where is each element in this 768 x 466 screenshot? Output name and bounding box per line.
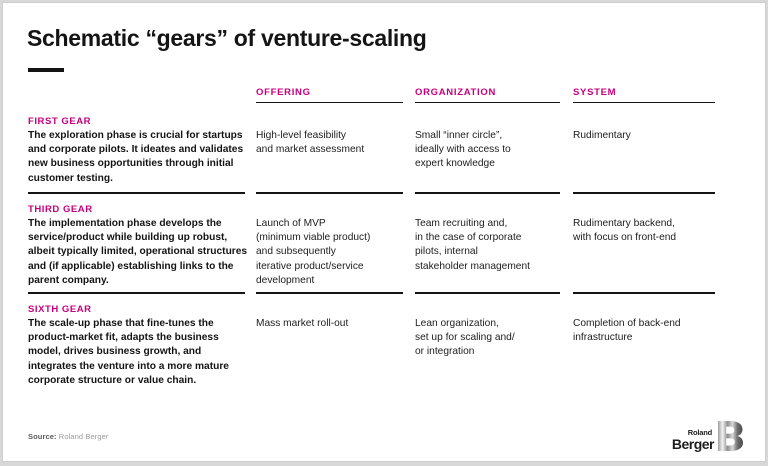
- column-header-rule-system: [573, 102, 715, 103]
- gear-label-third: THIRD GEAR: [28, 204, 93, 215]
- logo-wordmark: Roland Berger: [671, 427, 715, 452]
- row-divider-2-organization: [415, 292, 560, 294]
- row-divider-1-system: [573, 192, 715, 194]
- gear-body-sixth: The scale-up phase that fine-tunes the p…: [28, 318, 229, 386]
- source-label: Source:: [28, 432, 57, 441]
- cell-third-offering: Launch of MVP (minimum viable product) a…: [256, 218, 371, 286]
- column-header-rule-offering: [256, 102, 403, 103]
- gear-body-third: The implementation phase develops the se…: [28, 218, 248, 286]
- column-header-rule-organization: [415, 102, 560, 103]
- row-divider-2-gear: [28, 292, 245, 294]
- cell-first-offering: High-level feasibility and market assess…: [256, 130, 365, 156]
- source-note: Source: Roland Berger: [28, 432, 108, 441]
- source-value: Roland Berger: [56, 432, 109, 441]
- column-header-system: SYSTEM: [573, 87, 617, 98]
- cell-first-system: Rudimentary: [573, 130, 631, 141]
- b-mark-icon: [718, 421, 743, 451]
- row-divider-2-system: [573, 292, 715, 294]
- cell-third-system: Rudimentary backend, with focus on front…: [573, 218, 677, 244]
- cell-sixth-organization: Lean organization, set up for scaling an…: [415, 318, 515, 358]
- row-divider-2-offering: [256, 292, 403, 294]
- title-accent-rule: [28, 68, 64, 72]
- row-divider-1-offering: [256, 192, 403, 194]
- gear-body-first: The exploration phase is crucial for sta…: [28, 130, 244, 184]
- cell-first-organization: Small “inner circle”, ideally with acces…: [415, 130, 511, 170]
- row-divider-1-organization: [415, 192, 560, 194]
- cell-sixth-system: Completion of back-end infrastructure: [573, 318, 681, 344]
- gear-label-first: FIRST GEAR: [28, 116, 92, 127]
- logo-berger-text: Berger: [671, 436, 715, 452]
- cell-sixth-offering: Mass market roll-out: [256, 318, 349, 329]
- column-header-organization: ORGANIZATION: [415, 87, 497, 98]
- gear-label-sixth: SIXTH GEAR: [28, 304, 92, 315]
- cell-third-organization: Team recruiting and, in the case of corp…: [415, 218, 530, 272]
- row-divider-1-gear: [28, 192, 245, 194]
- roland-berger-logo: Roland Berger: [672, 421, 743, 451]
- logo-roland-text: Roland: [687, 427, 712, 437]
- column-header-offering: OFFERING: [256, 87, 311, 98]
- page-title: Schematic “gears” of venture-scaling: [27, 25, 427, 51]
